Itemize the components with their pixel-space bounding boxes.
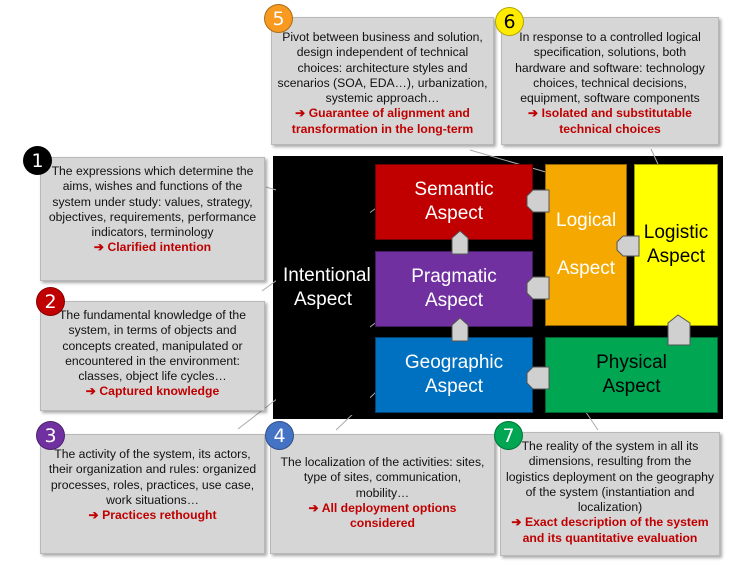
callout-physical: The reality of the system in all its dim… [500, 432, 720, 556]
callout-1-result: ➔ Clarified intention [93, 240, 212, 255]
semantic-pragmatic-connector [451, 230, 469, 255]
callout-4-text: The localization of the activities: site… [280, 455, 485, 500]
badge-2: 2 [36, 287, 65, 316]
badge-7-number: 7 [502, 424, 515, 447]
geographic-physical-connector [526, 366, 550, 390]
callout-4-result: ➔ All deployment options considered [308, 500, 457, 531]
logical-aspect-label: Logical Aspect [556, 210, 617, 279]
callout-3-result: ➔ Practices rethought [88, 508, 217, 523]
badge-3: 3 [36, 421, 65, 450]
callout-5-result: ➔ Guarantee of alignment and transformat… [291, 106, 474, 136]
callout-3-text: The activity of the system, its actors, … [48, 447, 257, 507]
pragmatic-logical-connector [526, 276, 550, 300]
logical-logistic-connector [616, 235, 640, 257]
badge-5: 5 [264, 4, 293, 33]
pragmatic-aspect: Pragmatic Aspect [375, 251, 533, 327]
badge-1-number: 1 [31, 149, 44, 172]
badge-2-number: 2 [44, 290, 57, 313]
callout-semantic: The fundamental knowledge of the system,… [40, 301, 265, 411]
callout-5-text: Pivot between business and solution, des… [277, 30, 488, 106]
callout-7-result: ➔ Exact description of the system and it… [511, 515, 709, 545]
badge-4: 4 [265, 421, 294, 450]
pragmatic-geographic-connector [451, 317, 469, 342]
logistic-aspect-label: Logistic Aspect [643, 222, 709, 267]
badge-4-number: 4 [273, 424, 286, 447]
logistic-physical-connector [667, 314, 691, 346]
semantic-aspect-label: Semantic Aspect [414, 179, 494, 224]
badge-7: 7 [494, 421, 523, 450]
semantic-logical-connector [526, 189, 550, 213]
callout-logical: Pivot between business and solution, des… [271, 17, 494, 145]
callout-7-text: The reality of the system in all its dim… [506, 439, 714, 515]
callout-geographic: The localization of the activities: site… [270, 434, 495, 554]
callout-2-text: The fundamental knowledge of the system,… [58, 308, 246, 384]
physical-aspect-label: Physical Aspect [596, 352, 667, 397]
badge-1: 1 [23, 146, 52, 175]
pragmatic-aspect-label: Pragmatic Aspect [411, 266, 497, 311]
callout-6-result: ➔ Isolated and substitutable technical c… [528, 106, 692, 136]
callout-logistic: In response to a controlled logical spec… [501, 17, 719, 145]
geographic-aspect-label: Geographic Aspect [404, 352, 504, 397]
badge-6: 6 [495, 7, 524, 36]
callout-6-text: In response to a controlled logical spec… [515, 30, 705, 106]
badge-6-number: 6 [503, 10, 516, 33]
callout-1-text: The expressions which determine the aims… [48, 164, 257, 240]
callout-pragmatic: The activity of the system, its actors, … [40, 434, 265, 554]
badge-5-number: 5 [272, 7, 285, 30]
callout-2-result: ➔ Captured knowledge [85, 384, 220, 399]
logistic-aspect: Logistic Aspect [634, 164, 718, 326]
callout-intentional: The expressions which determine the aims… [40, 157, 265, 281]
geographic-aspect: Geographic Aspect [375, 337, 533, 413]
badge-3-number: 3 [44, 424, 57, 447]
logical-aspect: Logical Aspect [545, 164, 627, 326]
